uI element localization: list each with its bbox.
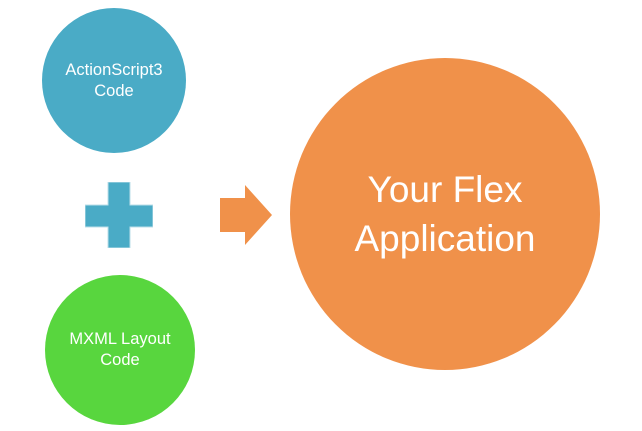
flex-application-label-line2: Application	[354, 218, 536, 259]
arrow-right-icon	[220, 185, 272, 245]
mxml-circle-label-line2: Code	[100, 351, 140, 369]
plus-icon	[85, 182, 153, 248]
actionscript-circle-label-line1: ActionScript3	[65, 60, 163, 79]
mxml-circle: MXML Layout Code	[45, 275, 195, 425]
mxml-circle-label-line1: MXML Layout	[69, 330, 171, 348]
flex-application-circle: Your Flex Application	[290, 58, 600, 370]
actionscript-circle: ActionScript3 Code	[42, 8, 186, 153]
plus-icon-shape	[85, 182, 153, 248]
arrow-right-icon-shape	[220, 185, 272, 245]
flex-application-label-line1: Your Flex	[367, 169, 523, 210]
actionscript-circle-label-line2: Code	[94, 81, 134, 100]
